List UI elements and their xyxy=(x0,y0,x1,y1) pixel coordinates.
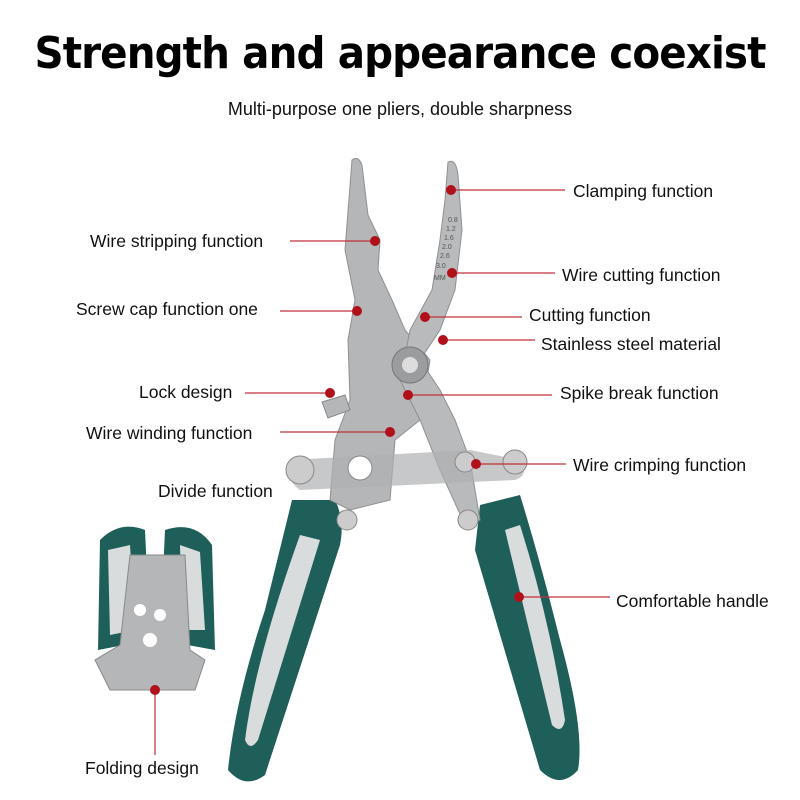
gauge-mark: 3.0 xyxy=(436,263,446,270)
label-wire-winding: Wire winding function xyxy=(86,423,253,443)
crimp-arm xyxy=(288,450,524,490)
gauge-mark: 1.6 xyxy=(444,235,454,242)
right-handle-grip xyxy=(505,525,565,729)
label-lock: Lock design xyxy=(139,382,233,402)
rivet xyxy=(502,449,528,475)
gauge-markings: 0.8 1.2 1.6 2.0 2.6 3.0 MM xyxy=(434,217,458,282)
label-wire-stripping: Wire stripping function xyxy=(90,231,264,251)
lock-latch xyxy=(321,394,351,419)
rivet xyxy=(285,455,315,485)
label-screw-cap: Screw cap function one xyxy=(76,299,258,319)
headline: Strength and appearance coexist xyxy=(34,28,766,79)
label-clamping: Clamping function xyxy=(573,181,714,201)
gauge-mark: 2.6 xyxy=(440,253,450,260)
callout-lines xyxy=(154,189,610,755)
left-handle-grip xyxy=(245,535,320,746)
label-cutting: Cutting function xyxy=(529,305,651,325)
label-handle: Comfortable handle xyxy=(616,591,769,611)
label-spike-break: Spike break function xyxy=(560,383,719,403)
label-divide: Divide function xyxy=(158,481,273,501)
rivet xyxy=(457,509,479,531)
folding-inset xyxy=(94,526,215,691)
gauge-mark: 0.8 xyxy=(448,217,458,224)
callout-dots xyxy=(150,185,524,695)
rivet xyxy=(336,509,358,531)
gauge-mark: 2.0 xyxy=(442,244,452,251)
divide-hole xyxy=(347,455,373,481)
gauge-mark: 1.2 xyxy=(446,226,456,233)
label-folding: Folding design xyxy=(85,758,199,778)
gauge-mark: MM xyxy=(434,275,446,282)
subtitle: Multi-purpose one pliers, double sharpne… xyxy=(227,99,573,119)
pivot-hole xyxy=(402,357,418,373)
label-wire-crimping: Wire crimping function xyxy=(573,455,747,475)
right-handle xyxy=(475,495,580,780)
label-stainless: Stainless steel material xyxy=(541,334,721,354)
label-wire-cutting: Wire cutting function xyxy=(562,265,721,285)
left-jaw xyxy=(329,157,431,511)
